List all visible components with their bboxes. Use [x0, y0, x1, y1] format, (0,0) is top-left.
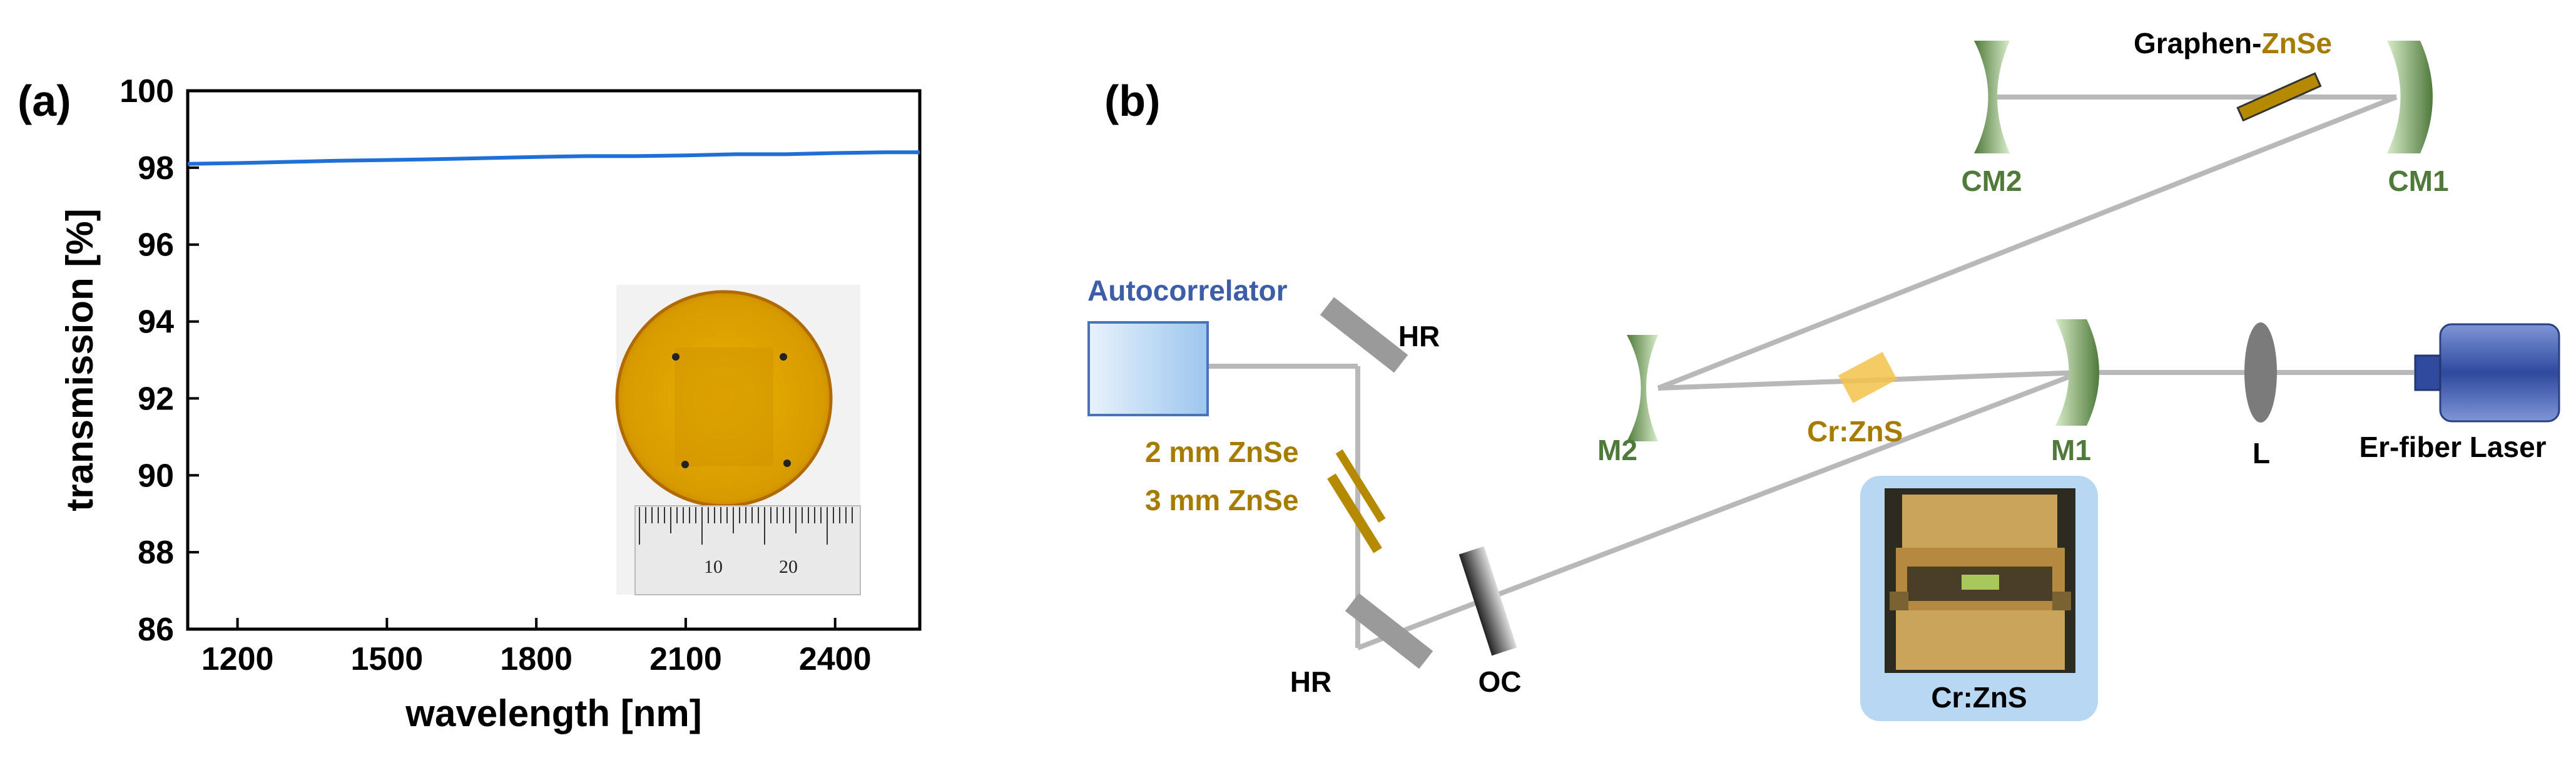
autocorrelator-label: Autocorrelator: [1087, 274, 1288, 307]
y-tick-label: 92: [138, 381, 174, 417]
mirror-m1: [2055, 319, 2099, 426]
y-tick-label: 100: [120, 73, 174, 110]
crzns-photo-caption: Cr:ZnS: [1931, 681, 2027, 714]
ruler-label-20: 20: [779, 557, 798, 577]
znse-3mm-label: 3 mm ZnSe: [1145, 484, 1298, 516]
mirror-cm2: [1974, 41, 2010, 153]
znse-plate-2mm: [1335, 449, 1386, 523]
mirror-cm1: [2387, 41, 2433, 153]
y-tick-label: 98: [138, 150, 174, 187]
y-tick-label: 86: [138, 612, 174, 648]
beam-paths: [1208, 95, 2414, 650]
marker-dot: [783, 459, 791, 467]
x-axis-ticks: 1200 1500 1800 2100 2400: [201, 618, 872, 677]
x-tick-label: 1200: [201, 641, 274, 677]
znse-2mm-label: 2 mm ZnSe: [1145, 436, 1298, 468]
graphene-znse-label-prefix: Graphen-: [2134, 27, 2261, 59]
graphene-znse-label: Graphen-ZnSe: [2134, 27, 2332, 59]
mirror-m2-label: M2: [1597, 434, 1637, 466]
x-tick-label: 2400: [799, 641, 872, 677]
hr-mirror-bottom: [1345, 593, 1433, 669]
lens-l-label: L: [2253, 437, 2270, 470]
znse-plate-3mm: [1327, 473, 1382, 553]
ruler: 10 20: [634, 505, 861, 595]
laser-cavity-diagram: Er-fiber Laser L M1 Cr:ZnS M2 CM1 CM2 Gr…: [1087, 27, 2560, 721]
y-tick-label: 88: [138, 535, 174, 571]
x-tick-label: 1800: [500, 641, 573, 677]
lens-l: [2244, 322, 2277, 423]
mirror-m1-label: M1: [2051, 434, 2091, 466]
x-axis-label: wavelength [nm]: [405, 692, 701, 734]
marker-dot: [780, 353, 787, 361]
hr-mirror-bottom-label: HR: [1290, 665, 1331, 698]
y-tick-label: 94: [138, 304, 174, 341]
panel-a-chart: 86 88 90 92 94 96 98 100 1200 1500 1800 2100 2400 1…: [59, 73, 922, 734]
er-fiber-laser-label: Er-fiber Laser: [2359, 431, 2546, 463]
ruler-label-10: 10: [704, 557, 723, 577]
mirror-cm2-label: CM2: [1961, 165, 2022, 197]
hr-mirror-top-label: HR: [1398, 320, 1440, 352]
er-fiber-laser: [2414, 323, 2560, 423]
mirror-cm1-label: CM1: [2388, 165, 2448, 197]
crzns-crystal-label: Cr:ZnS: [1807, 415, 1903, 448]
x-tick-label: 1500: [351, 641, 424, 677]
mirror-m2: [1627, 335, 1658, 441]
y-tick-label: 90: [138, 458, 174, 494]
crzns-crystal: [1838, 352, 1898, 403]
y-axis-label: transmission [%]: [59, 208, 101, 511]
marker-dot: [681, 461, 689, 468]
graphene-znse-label-suffix: ZnSe: [2261, 27, 2331, 59]
panel-b-label: (b): [1104, 76, 1160, 125]
output-coupler-oc: [1459, 546, 1517, 656]
y-tick-label: 96: [138, 227, 174, 264]
x-tick-label: 2100: [649, 641, 722, 677]
graphene-znse-absorber: [2236, 72, 2322, 122]
y-axis-ticks: 86 88 90 92 94 96 98 100: [120, 73, 199, 648]
transmission-series-line: [187, 150, 920, 166]
autocorrelator: [1087, 321, 1209, 416]
crzns-mount-photo: Cr:ZnS: [1860, 476, 2098, 721]
hr-mirror-top: [1320, 297, 1408, 373]
inset-sample-photo: 10 20: [615, 285, 861, 595]
marker-dot: [672, 353, 680, 361]
panel-a-label: (a): [18, 76, 71, 125]
output-coupler-label: OC: [1479, 665, 1522, 698]
